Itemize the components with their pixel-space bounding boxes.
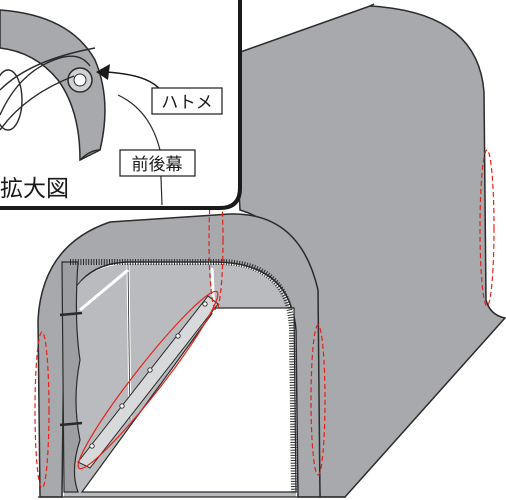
grommets	[89, 301, 208, 449]
highlight-left-edge	[34, 331, 50, 489]
frame-pipe-vertical-outline	[127, 264, 131, 421]
highlight-right-edge	[310, 324, 326, 476]
highlight-strap	[77, 290, 219, 470]
grommet-arrow-head	[96, 64, 110, 80]
curtain-label: 前後幕	[132, 155, 183, 175]
rope-loop	[0, 69, 23, 131]
rope	[0, 47, 96, 131]
rear-cover-edge	[369, 3, 375, 7]
curtain-label-box	[119, 149, 196, 177]
curtain-tie-1	[59, 311, 83, 317]
grommet-strap	[77, 295, 219, 469]
enlarged-view-label: 拡大図	[0, 176, 69, 202]
frame-pipe-diagonal	[79, 268, 129, 312]
grommet-label: ハトメ	[161, 93, 213, 113]
highlight-center-top	[208, 169, 224, 311]
grommet-label-box	[151, 87, 223, 115]
rolled-curtain-left	[61, 261, 81, 493]
door-opening	[80, 307, 297, 493]
highlight-markers	[34, 149, 495, 489]
highlight-rear-edge	[479, 149, 495, 307]
grommet-hole	[73, 73, 87, 87]
enlarged-tube-end	[79, 149, 101, 161]
zipper-arch	[70, 259, 297, 495]
curtain-tie-2	[59, 421, 83, 427]
